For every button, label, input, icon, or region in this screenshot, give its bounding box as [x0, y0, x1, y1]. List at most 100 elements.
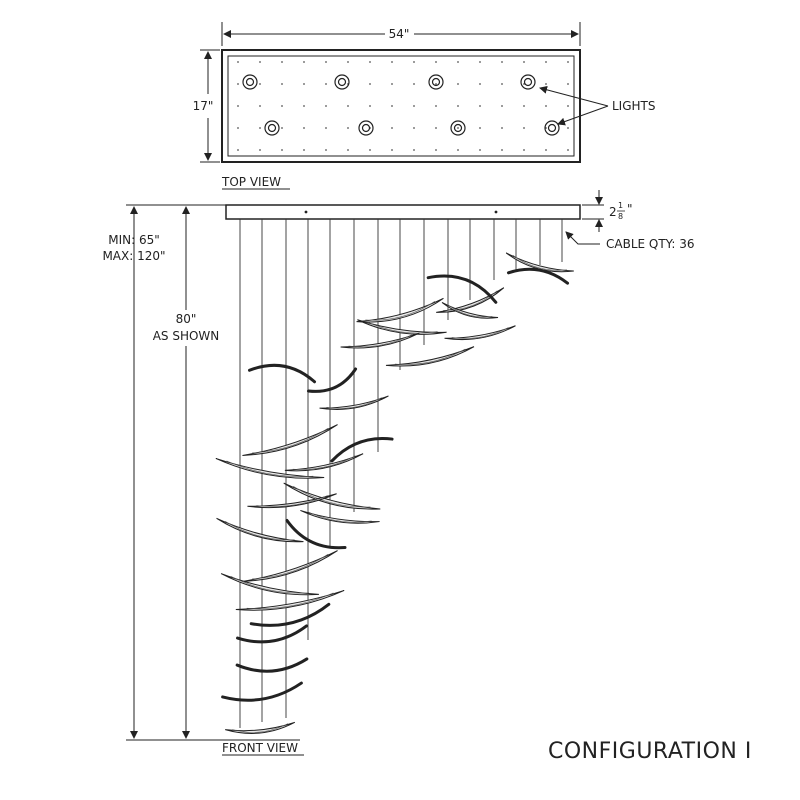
arc-stroke: [506, 267, 570, 285]
light-ring: [242, 74, 258, 90]
blade-outline: [242, 550, 338, 582]
shade-blade: [356, 297, 444, 323]
grid-dot: [369, 83, 371, 85]
arc-stroke: [249, 602, 331, 627]
blade-outline: [242, 424, 338, 456]
grid-dot: [457, 61, 459, 63]
configuration-title: CONFIGURATION I: [548, 739, 752, 764]
blade-outline: [319, 395, 389, 410]
grid-dot: [391, 61, 393, 63]
grid-dot: [545, 149, 547, 151]
shade-blade: [284, 453, 364, 472]
shade-blade: [283, 482, 381, 510]
top-view: 54" 17" LIGHTS TOP VIEW: [193, 22, 656, 190]
light-center: [547, 123, 557, 133]
arc-stroke: [221, 681, 303, 702]
grid-dot: [237, 83, 239, 85]
canopy-height-whole: 2: [609, 205, 617, 219]
light-positions: [242, 74, 560, 136]
arc-stroke: [248, 363, 316, 384]
grid-dot: [237, 149, 239, 151]
shade-blade: [247, 493, 337, 509]
grid-dot: [545, 61, 547, 63]
grid-dot: [303, 149, 305, 151]
grid-dot: [347, 105, 349, 107]
grid-dot: [545, 83, 547, 85]
grid-dot: [479, 127, 481, 129]
light-center: [267, 123, 277, 133]
blade-edge: [366, 321, 438, 334]
blade-edge: [230, 575, 310, 594]
grid-dot: [501, 149, 503, 151]
grid-dot: [369, 149, 371, 151]
lights-callout: LIGHTS: [612, 99, 656, 113]
grid-dot: [259, 127, 261, 129]
width-dimension: 54": [389, 27, 410, 41]
shade-arc: [285, 518, 347, 550]
grid-dot: [303, 61, 305, 63]
grid-dot: [457, 149, 459, 151]
grid-dot: [391, 105, 393, 107]
arc-stroke: [235, 657, 309, 673]
light-center: [337, 77, 347, 87]
mounting-grid: [237, 61, 569, 151]
blade-edge: [292, 455, 356, 470]
blade-outline: [300, 509, 380, 524]
light-center: [361, 123, 371, 133]
shade-blade: [340, 332, 420, 349]
grid-dot: [479, 61, 481, 63]
shade-arc: [248, 363, 316, 384]
shade-arc: [426, 274, 498, 304]
shade-blade: [300, 509, 380, 524]
shade-blade: [216, 517, 304, 543]
shade-blade: [319, 395, 389, 410]
arc-stroke: [285, 518, 347, 550]
grid-dot: [347, 149, 349, 151]
shade-blade: [220, 573, 319, 596]
canopy-height-denominator: 8: [618, 212, 623, 221]
light-ring: [358, 120, 374, 136]
grid-dot: [457, 83, 459, 85]
grid-dot: [347, 127, 349, 129]
cables: [239, 219, 563, 728]
grid-dot: [523, 149, 525, 151]
grid-dot: [281, 105, 283, 107]
grid-dot: [479, 149, 481, 151]
grid-dot: [259, 83, 261, 85]
light-ring: [334, 74, 350, 90]
shade-blade: [215, 457, 325, 479]
grid-dot: [325, 105, 327, 107]
min-length: MIN: 65": [108, 233, 160, 247]
grid-dot: [237, 105, 239, 107]
grid-dot: [281, 61, 283, 63]
grid-dot: [435, 61, 437, 63]
grid-dot: [435, 83, 437, 85]
shade-blade: [444, 325, 516, 341]
grid-dot: [501, 83, 503, 85]
light-center: [523, 77, 533, 87]
shade-arc: [236, 624, 308, 644]
shade-arc: [306, 367, 358, 393]
blade-outline: [216, 517, 304, 543]
grid-dot: [369, 61, 371, 63]
arc-stroke: [236, 624, 308, 644]
grid-dot: [237, 127, 239, 129]
grid-dot: [369, 105, 371, 107]
grid-dot: [237, 61, 239, 63]
grid-dot: [435, 127, 437, 129]
canopy-height-numerator: 1: [618, 201, 623, 210]
blade-edge: [394, 348, 466, 365]
grid-dot: [413, 127, 415, 129]
arc-stroke: [306, 367, 358, 393]
light-center: [453, 123, 463, 133]
grid-dot: [501, 105, 503, 107]
overall-height-note: AS SHOWN: [153, 329, 220, 343]
grid-dot: [457, 105, 459, 107]
arc-stroke: [330, 437, 394, 463]
blade-outline: [283, 482, 381, 510]
front-view-label: FRONT VIEW: [222, 741, 298, 755]
blade-edge: [451, 327, 509, 339]
shade-blade: [357, 319, 447, 335]
grid-dot: [259, 149, 261, 151]
